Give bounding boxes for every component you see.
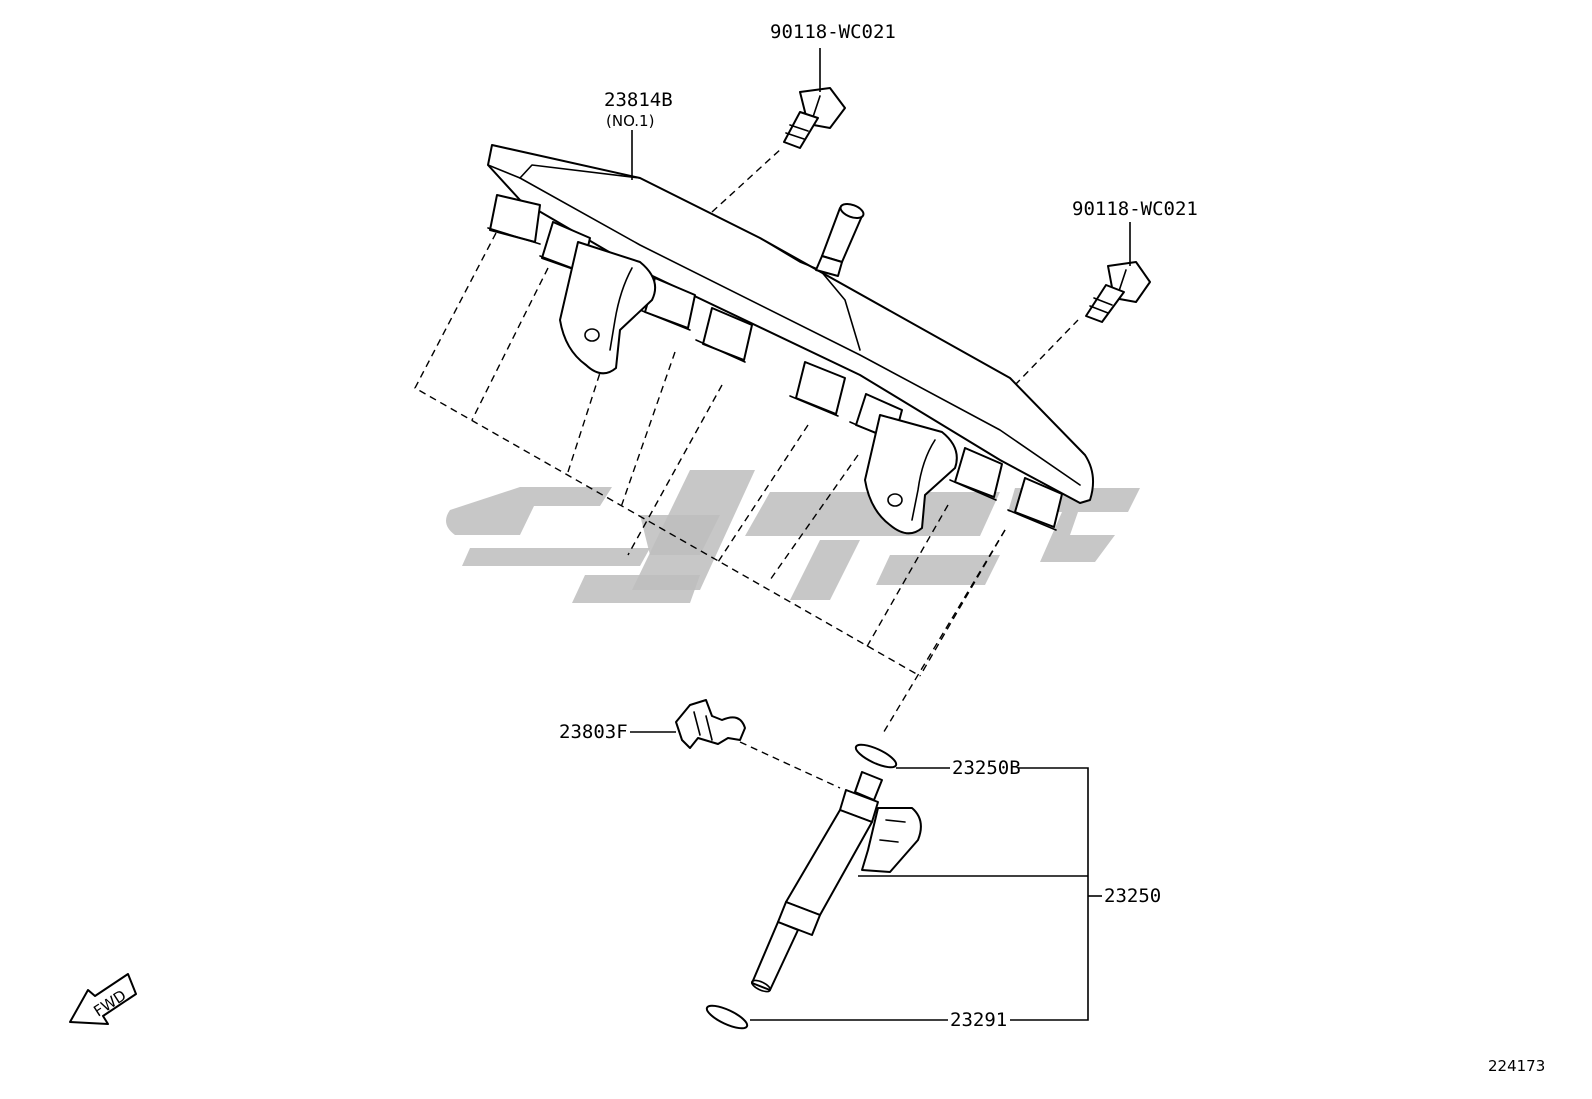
o-ring-top <box>854 743 898 769</box>
label-bolt-top: 90118-WC021 <box>770 21 896 43</box>
label-o-ring-top: 23250B <box>952 757 1021 779</box>
bolt-right <box>1085 261 1151 323</box>
reference-number: 224173 <box>1488 1057 1545 1075</box>
leader-lines <box>630 48 1131 1021</box>
mounting-bracket-right <box>864 414 958 535</box>
fuel-injector <box>750 771 922 993</box>
injector-cup-1 <box>487 194 541 245</box>
label-clip: 23803F <box>559 721 628 743</box>
injector-cup-3 <box>639 277 696 331</box>
label-injector: 23250 <box>1104 885 1161 907</box>
label-fuel-rail: 23814B <box>604 89 673 111</box>
injector-cup-4 <box>695 307 753 363</box>
bolt-top <box>783 87 846 149</box>
label-o-ring-bottom: 23291 <box>950 1009 1007 1031</box>
injector-cup-7 <box>949 447 1003 501</box>
mounting-bracket-left <box>559 241 656 375</box>
injector-cup-5 <box>789 361 846 417</box>
injector-cup-8 <box>1007 477 1063 531</box>
label-bolt-right: 90118-WC021 <box>1072 198 1198 220</box>
label-fuel-rail-note: (NO.1) <box>606 112 654 130</box>
fwd-arrow-icon: FWD <box>69 973 137 1025</box>
fuel-rail <box>487 144 1095 535</box>
injector-clip <box>675 699 746 749</box>
o-ring-bottom <box>705 1004 749 1030</box>
